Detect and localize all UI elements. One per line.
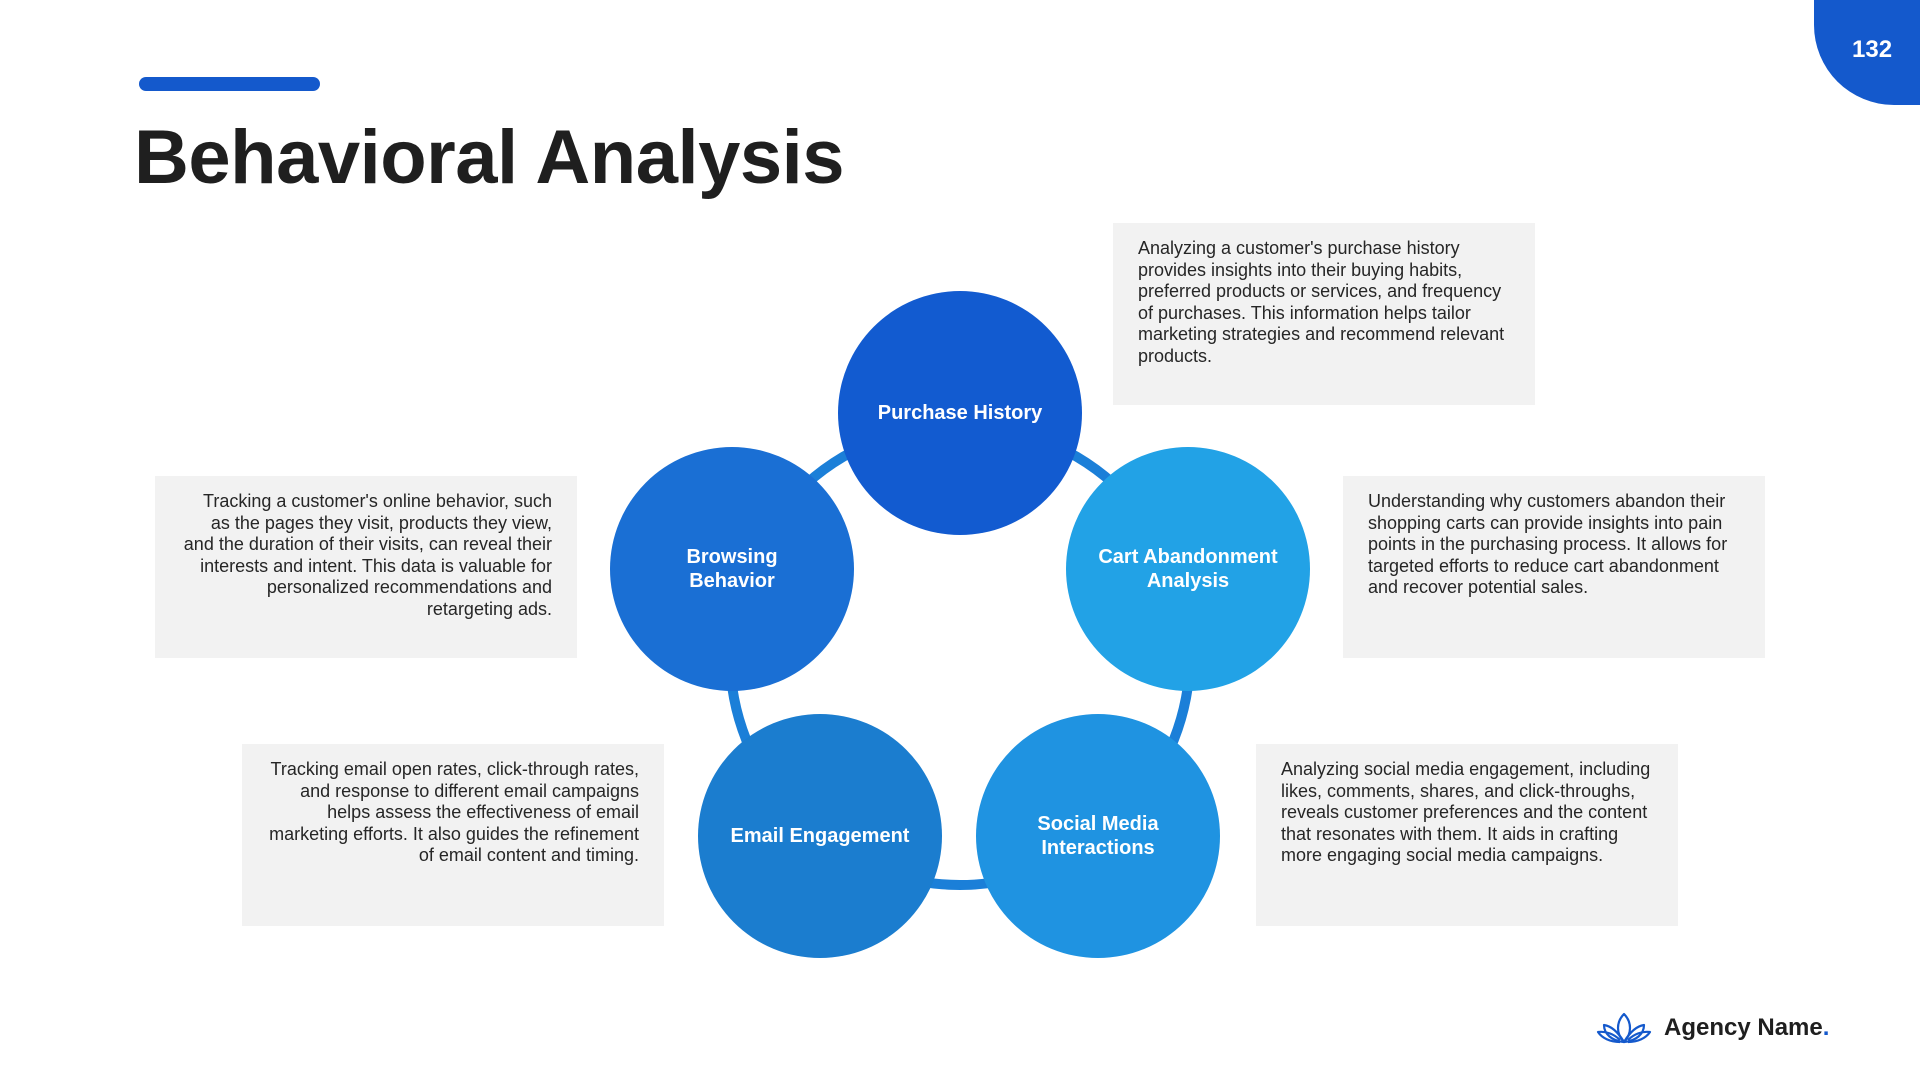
node-label: Cart Abandonment Analysis	[1098, 546, 1278, 592]
desc-purchase-history: Analyzing a customer's purchase history …	[1113, 223, 1535, 405]
node-email-engagement[interactable]: Email Engagement	[698, 714, 942, 958]
node-browsing-behavior[interactable]: Browsing Behavior	[610, 447, 854, 691]
node-label: Email Engagement	[730, 825, 910, 847]
desc-browsing-behavior: Tracking a customer's online behavior, s…	[155, 476, 577, 658]
node-label: Social Media Interactions	[1037, 813, 1159, 859]
desc-social-media-interactions: Analyzing social media engagement, inclu…	[1256, 744, 1678, 926]
title-accent-bar	[139, 77, 320, 91]
desc-email-engagement: Tracking email open rates, click-through…	[242, 744, 664, 926]
desc-cart-abandonment-analysis: Understanding why customers abandon thei…	[1343, 476, 1765, 658]
node-label: Purchase History	[877, 402, 1043, 424]
lotus-icon	[1596, 1012, 1652, 1044]
brand-dot: .	[1822, 1014, 1830, 1041]
node-purchase-history[interactable]: Purchase History	[838, 291, 1082, 535]
brand-name: Agency Name.	[1664, 1014, 1830, 1041]
node-cart-abandonment-analysis[interactable]: Cart Abandonment Analysis	[1066, 447, 1310, 691]
page-number: 132	[1852, 36, 1893, 63]
node-social-media-interactions[interactable]: Social Media Interactions	[976, 714, 1220, 958]
brand: Agency Name.	[1596, 1010, 1829, 1046]
node-label: Browsing Behavior	[686, 546, 778, 592]
page-title: Behavioral Analysis	[134, 115, 845, 200]
